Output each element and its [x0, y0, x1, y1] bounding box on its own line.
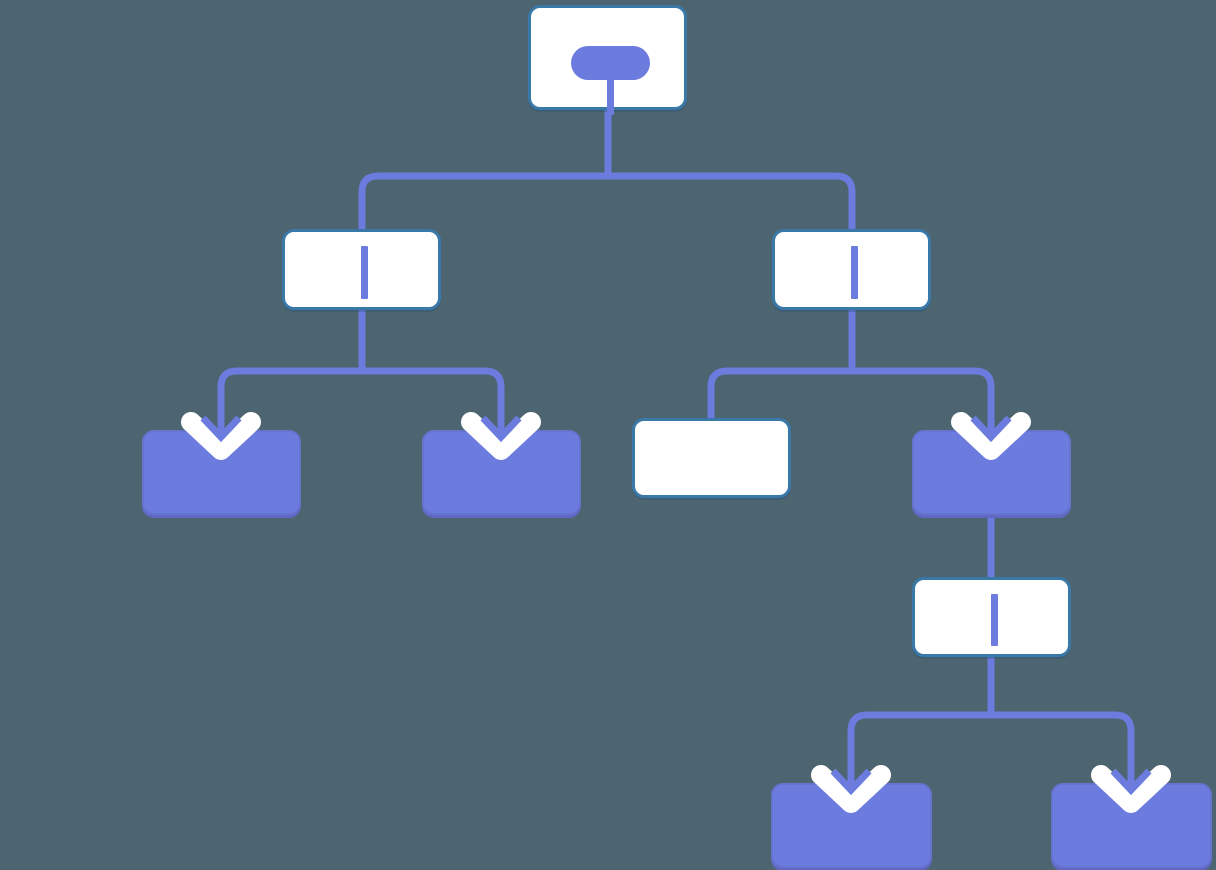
node-l5-a[interactable]	[771, 783, 932, 868]
node-l5-b[interactable]	[1051, 783, 1212, 868]
vertical-bar-icon	[361, 246, 368, 299]
node-l3-d[interactable]	[912, 430, 1071, 515]
node-l4[interactable]	[912, 577, 1071, 657]
node-l3-b[interactable]	[422, 430, 581, 515]
node-root[interactable]	[528, 5, 687, 115]
node-l2-left[interactable]	[282, 229, 441, 310]
vertical-bar-icon	[991, 594, 998, 646]
node-l2-right[interactable]	[772, 229, 931, 310]
node-l3-c[interactable]	[632, 418, 791, 498]
node-l3-a[interactable]	[142, 430, 301, 515]
vertical-bar-icon	[607, 63, 614, 115]
vertical-bar-icon	[851, 246, 858, 299]
